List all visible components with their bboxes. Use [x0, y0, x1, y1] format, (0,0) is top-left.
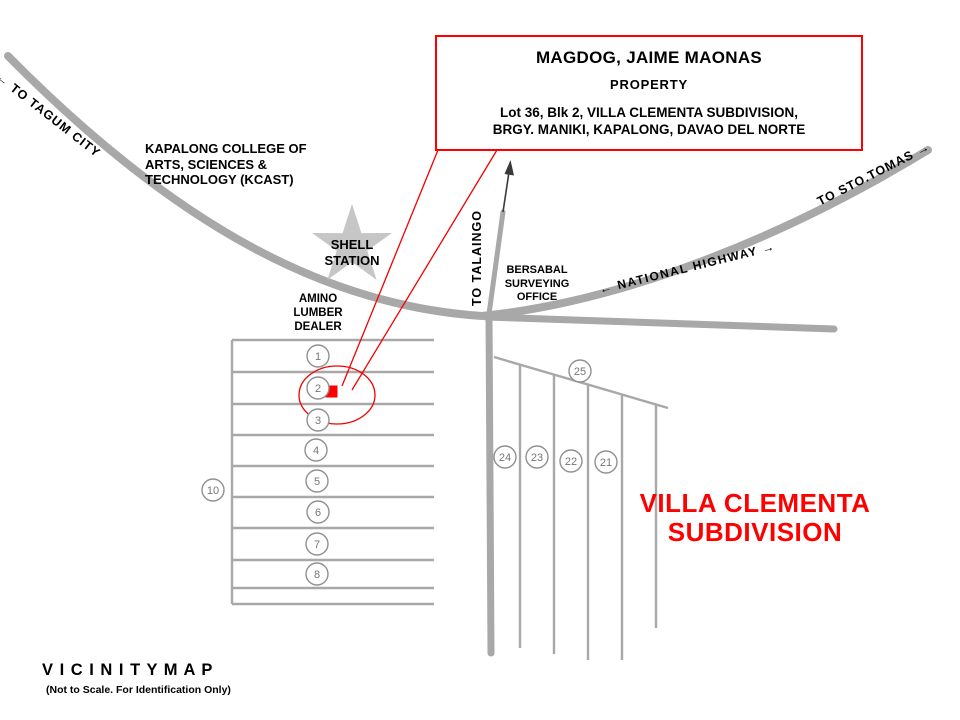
- text-line: SUBDIVISION: [667, 517, 843, 547]
- lot-number: 25: [574, 366, 586, 378]
- text-line: BERSABAL: [506, 264, 568, 276]
- property-pointer-lines: [341, 149, 498, 391]
- lot-number: 6: [315, 507, 321, 519]
- lot-location: BRGY. MANIKI, KAPALONG, DAVAO DEL NORTE: [492, 122, 806, 137]
- text-line: TECHNOLOGY (KCAST): [145, 172, 294, 187]
- amino-lumber-label: AMINO LUMBER DEALER: [278, 292, 358, 334]
- lot-circle-2: 2: [306, 376, 330, 400]
- text-line: DEALER: [294, 321, 342, 333]
- bersabal-office-label: BERSABAL SURVEYING OFFICE: [495, 264, 579, 305]
- lot-circle-23: 23: [525, 445, 549, 469]
- lot-number: 21: [600, 457, 612, 469]
- text-line: STATION: [324, 253, 380, 268]
- lot-number: 8: [314, 569, 320, 581]
- lot-circle-5: 5: [305, 469, 329, 493]
- national-highway-road: [4, 52, 932, 321]
- lot-circle-24: 24: [493, 445, 517, 469]
- lot-circle-22: 22: [559, 449, 583, 473]
- talaingo-direction-arrow: [502, 160, 514, 213]
- text-line: ARTS, SCIENCES &: [145, 156, 268, 172]
- text-line: SHELL: [330, 237, 374, 252]
- text-line: OFFICE: [516, 291, 558, 303]
- lot-number: 10: [207, 485, 219, 497]
- lot-number: 1: [315, 351, 321, 363]
- lot-number: 23: [531, 452, 543, 464]
- shell-station-star-icon: [312, 204, 392, 280]
- map-title: V I C I N I T Y M A P: [42, 661, 214, 679]
- subdivision-access-road: [485, 311, 495, 657]
- lot-number: 2: [315, 383, 321, 395]
- shell-station-label: SHELL STATION: [302, 237, 402, 269]
- lot-number: 24: [499, 452, 511, 464]
- lot-circle-25: 25: [568, 359, 592, 383]
- text-line: SURVEYING: [504, 277, 570, 290]
- lot-description: Lot 36, Blk 2, VILLA CLEMENTA SUBDIVISIO…: [499, 105, 799, 120]
- property-title-box: MAGDOG, JAIME MAONAS PROPERTY Lot 36, Bl…: [435, 35, 863, 151]
- text-line: KAPALONG COLLEGE OF: [145, 141, 307, 156]
- lot-number: 7: [314, 539, 320, 551]
- lot-number: 5: [314, 476, 320, 488]
- lot-circle-6: 6: [306, 500, 330, 524]
- lot-circle-1: 1: [306, 344, 330, 368]
- lot-circle-3: 3: [306, 408, 330, 432]
- kcast-label: KAPALONG COLLEGE OF ARTS, SCIENCES & TEC…: [145, 141, 307, 188]
- left-block-lot-lines: [230, 338, 434, 606]
- lot-number: 3: [315, 415, 321, 427]
- roads-group: [4, 52, 932, 657]
- talaingo-road: [486, 209, 506, 317]
- lot-circle-4: 4: [304, 438, 328, 462]
- lot-circle-21: 21: [594, 450, 618, 474]
- text-line: VILLA CLEMENTA: [639, 488, 871, 518]
- text-line: AMINO: [298, 293, 338, 305]
- subject-lot-circle: [298, 365, 376, 425]
- property-word: PROPERTY: [610, 77, 688, 92]
- owner-name: MAGDOG, JAIME MAONAS: [535, 48, 763, 67]
- to-talaingo-label: TO TALAINGO: [470, 210, 484, 306]
- villa-clementa-label: VILLA CLEMENTA SUBDIVISION: [612, 489, 898, 547]
- lot-circle-7: 7: [305, 532, 329, 556]
- lot-number: 22: [565, 456, 577, 468]
- lot-circle-10: 10: [201, 478, 225, 502]
- highway-branch-road: [482, 313, 838, 333]
- lot-circle-8: 8: [305, 562, 329, 586]
- text-line: LUMBER: [293, 307, 343, 319]
- lot-number: 4: [313, 445, 319, 457]
- map-subtitle: (Not to Scale. For Identification Only): [46, 684, 231, 696]
